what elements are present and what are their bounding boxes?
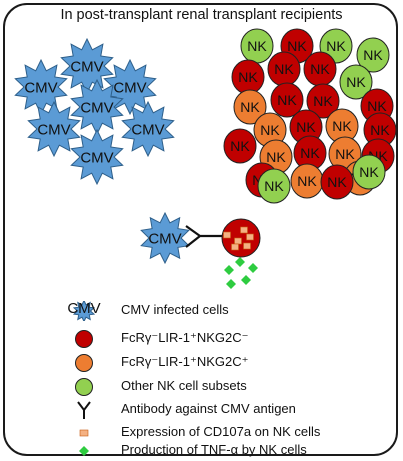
nk-label: NK [247, 38, 267, 54]
nk-cell-nkg2c-positive: NK [233, 89, 267, 125]
cmv-label: CMV [67, 301, 100, 317]
nk-cell-nkg2c-negative: NK [270, 82, 304, 118]
cmv-label: CMV [131, 121, 164, 138]
nk-cell-nkg2c-negative: NK [231, 59, 265, 95]
nk-label: NK [274, 61, 294, 77]
antibody-icon [185, 225, 222, 248]
nk-label: NK [326, 38, 346, 54]
nk-cell-nkg2c-negative: NK [293, 135, 327, 171]
cmv-label: CMV [80, 149, 113, 166]
nk-cell-nkg2c-negative: NK [363, 112, 397, 148]
cmv-label: CMV [70, 58, 103, 75]
cmv-label: CMV [37, 121, 70, 138]
cmv-label: CMV [148, 230, 181, 247]
nk-label: NK [346, 74, 366, 90]
tnf-alpha-molecules [224, 257, 258, 289]
legend-label: FcRγ⁻LIR-1⁺NKG2C⁺ [121, 354, 249, 369]
nk-cell-other: NK [339, 64, 373, 100]
legend-label: Antibody against CMV antigen [121, 401, 296, 416]
cmv-cell-icon: CMV [60, 37, 114, 95]
cmv-antibody-nk-interaction: CMV [140, 211, 261, 289]
nk-label: NK [363, 47, 383, 63]
nk-label: NK [300, 145, 320, 161]
nk-label: NK [238, 69, 258, 85]
cmv-cell-icon: CMV [70, 128, 124, 186]
nk-label: NK [313, 93, 333, 109]
nk-cell-nkg2c-positive: NK [290, 163, 324, 199]
nk-cell-other: NK [240, 28, 274, 64]
cmv-mini-star: CMV [67, 301, 101, 321]
nk-cell-nkg2c-negative: NK [289, 109, 323, 145]
legend-label: Production of TNF-α by NK cells [121, 442, 307, 457]
nk-label: NK [264, 178, 284, 194]
nk-label: NK [310, 61, 330, 77]
cd107a-marker [240, 226, 248, 234]
nk-cell-nkg2c-negative: NK [306, 83, 340, 119]
cmv-star-icon: CMV [67, 301, 101, 321]
cd107a-marker [246, 233, 254, 241]
cd107a-marker [223, 231, 231, 239]
nk-cell-other: NK [356, 37, 390, 73]
green-circle-icon [75, 378, 93, 396]
cmv-cell-icon: CMV [14, 58, 68, 116]
nk-label: NK [230, 138, 250, 154]
orange-square-icon [79, 429, 89, 437]
nk-cell-other: NK [257, 168, 291, 204]
orange-circle-icon [75, 354, 93, 372]
cd107a-marker [243, 242, 251, 250]
legend-label: Other NK cell subsets [121, 378, 247, 393]
figure-title: In post-transplant renal transplant reci… [60, 7, 343, 23]
cd107a-markers [223, 226, 254, 251]
legend-label: Expression of CD107a on NK cells [121, 424, 321, 439]
cd107a-marker [234, 237, 242, 245]
cd107a-marker [231, 243, 239, 251]
nk-cell-nkg2c-negative: NK [267, 51, 301, 87]
nk-label: NK [277, 92, 297, 108]
nk-label: NK [297, 173, 317, 189]
cmv-cell-icon: CMV [121, 100, 175, 158]
nk-cell-other: NK [352, 154, 386, 190]
nk-label: NK [332, 118, 352, 134]
tnf-alpha-molecule [224, 265, 234, 275]
nk-label: NK [260, 122, 280, 138]
cmv-cell-icon: CMV [27, 100, 81, 158]
nk-label: NK [266, 149, 286, 165]
nk-label: NK [287, 38, 307, 54]
tnf-alpha-molecule [226, 279, 236, 289]
nk-cell-nkg2c-positive: NK [325, 108, 359, 144]
cmv-label: CMV [80, 99, 113, 116]
nk-cell-nkg2c-negative: NK [320, 164, 354, 200]
nk-label: NK [335, 146, 355, 162]
cmv-label: CMV [113, 79, 146, 96]
nk-cell-nkg2c-negative: NK [223, 128, 257, 164]
nk-label: NK [367, 98, 387, 114]
cmv-cell-icon: CMV [140, 211, 190, 265]
red-circle-icon [75, 330, 93, 348]
nk-label: NK [240, 99, 260, 115]
tnf-alpha-molecule [241, 275, 251, 285]
nk-label: NK [296, 119, 316, 135]
nk-label: NK [370, 122, 390, 138]
green-diamond-icon [79, 446, 89, 456]
nk-cell-nkg2c-negative: NK [303, 51, 337, 87]
tnf-alpha-molecule [235, 257, 245, 267]
legend-label: FcRγ⁻LIR-1⁺NKG2C⁻ [121, 330, 249, 345]
nk-label: NK [327, 174, 347, 190]
cmv-label: CMV [24, 79, 57, 96]
tnf-alpha-molecule [248, 263, 258, 273]
figure-panel [3, 3, 398, 456]
legend-label: CMV infected cells [121, 302, 229, 317]
antibody-icon [77, 401, 91, 419]
nk-label: NK [359, 164, 379, 180]
